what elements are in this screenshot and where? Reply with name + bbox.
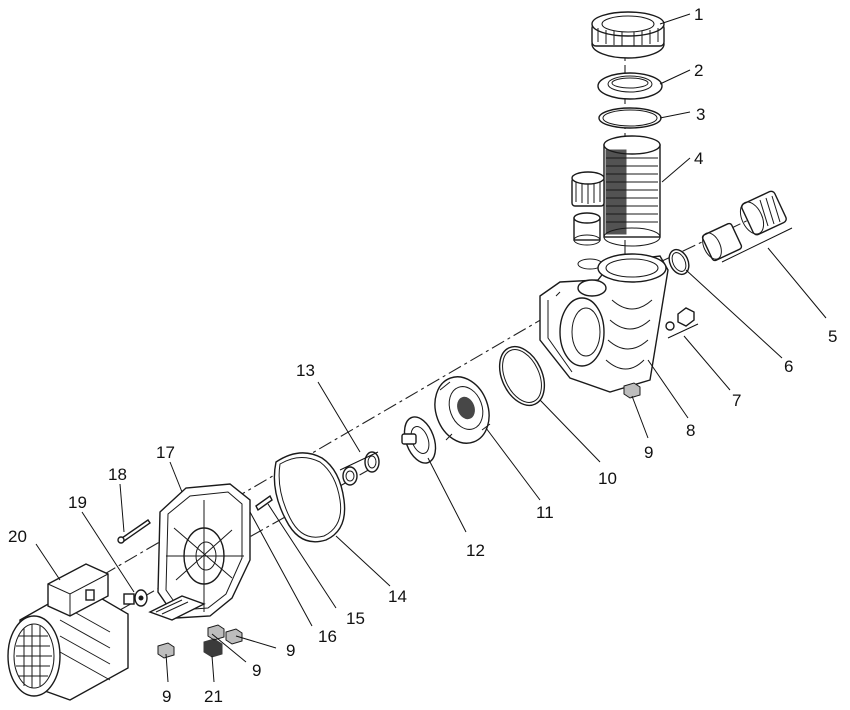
motor-fan-grille <box>16 624 52 688</box>
part-pump-body <box>539 253 669 393</box>
part-motor-adapter <box>157 483 251 619</box>
part-mounting-block-1 <box>207 624 225 641</box>
callout-9-body: 9 <box>644 443 653 462</box>
callout-9-middle: 9 <box>252 661 261 680</box>
leader-lines <box>35 13 827 683</box>
part-mounting-block-3 <box>157 642 175 659</box>
part-drain-plug <box>665 307 695 331</box>
callout-5: 5 <box>828 327 837 346</box>
part-21-bushing <box>203 638 223 658</box>
part-lid-ring <box>591 11 665 59</box>
callout-11: 11 <box>536 503 554 522</box>
callout-9-left: 9 <box>162 687 171 706</box>
callout-20: 20 <box>8 527 27 546</box>
part-motor <box>7 563 135 701</box>
callout-labels: 1 2 3 4 5 6 7 8 9 10 11 12 13 14 15 16 1… <box>8 5 837 706</box>
callout-18: 18 <box>108 465 127 484</box>
callout-1: 1 <box>694 5 703 24</box>
part-outlet-o-ring <box>668 248 690 276</box>
part-body-o-ring <box>498 345 546 407</box>
callout-4: 4 <box>694 149 703 168</box>
callout-13: 13 <box>296 361 315 380</box>
callout-3: 3 <box>696 105 705 124</box>
part-mounting-block-2 <box>225 628 243 645</box>
part-strainer-basket <box>571 135 661 270</box>
part-shaft-seal <box>342 451 380 486</box>
part-washer <box>134 589 148 607</box>
part-diffuser <box>434 376 491 444</box>
callout-7: 7 <box>732 391 741 410</box>
part-mounting-block-body <box>623 382 641 399</box>
part-long-bolt <box>117 519 151 544</box>
callout-17: 17 <box>156 443 175 462</box>
callout-9-right: 9 <box>286 641 295 660</box>
callout-21: 21 <box>204 687 223 706</box>
callout-12: 12 <box>466 541 485 560</box>
part-seal-plate-gasket <box>273 452 346 543</box>
callout-14: 14 <box>388 587 407 606</box>
part-capacitor-bracket <box>148 595 206 621</box>
part-outlet-union <box>701 190 787 262</box>
callout-2: 2 <box>694 61 703 80</box>
callout-6: 6 <box>784 357 793 376</box>
callout-8: 8 <box>686 421 695 440</box>
callout-16: 16 <box>318 627 337 646</box>
part-lid <box>597 72 663 100</box>
callout-19: 19 <box>68 493 87 512</box>
part-lid-o-ring <box>598 107 662 129</box>
part-impeller <box>401 416 437 464</box>
callout-10: 10 <box>598 469 617 488</box>
callout-15: 15 <box>346 609 365 628</box>
